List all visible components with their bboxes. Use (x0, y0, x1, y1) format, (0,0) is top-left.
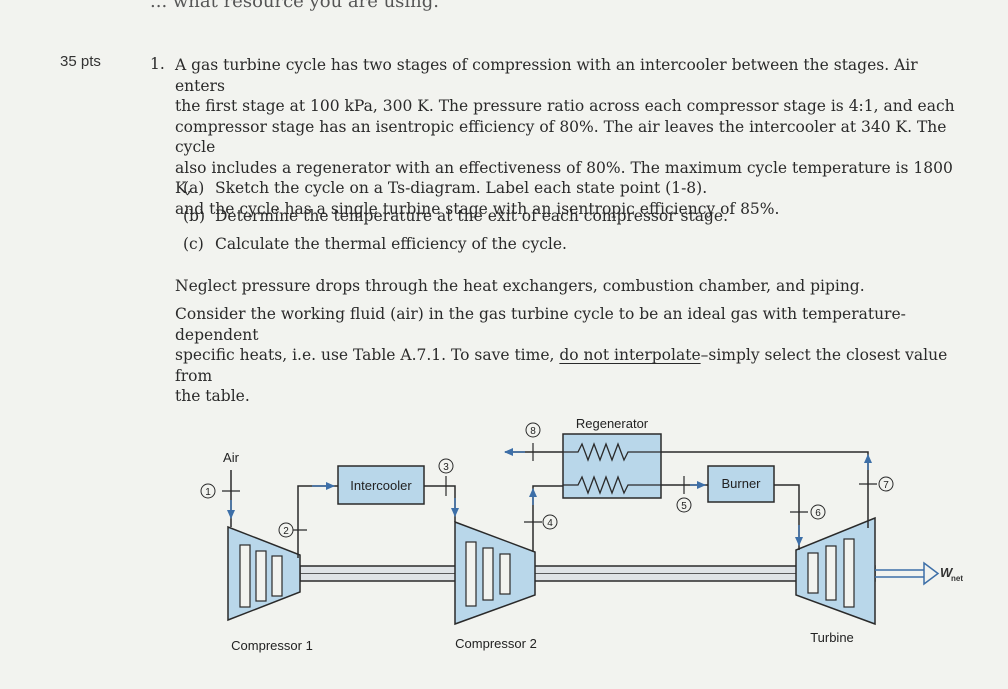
part-text: Sketch the cycle on a Ts-diagram. Label … (215, 179, 708, 197)
part-label: (b) (183, 207, 206, 225)
state-5-label: 5 (681, 501, 687, 512)
state-2-label: 2 (283, 526, 289, 537)
consider-text: –simply select the closest value from (175, 346, 948, 385)
state-3-marker (438, 458, 454, 474)
flow-arrows (227, 448, 872, 546)
cut-off-header-text: ... what resource you are using. (150, 0, 440, 12)
part-text: Calculate the thermal efficiency of the … (215, 235, 567, 253)
shaft (299, 565, 876, 582)
consider-line: Consider the working fluid (air) in the … (175, 305, 906, 344)
state-7-label: 7 (883, 480, 889, 491)
wnet-arrow (875, 561, 940, 586)
regenerator-coil-top (563, 442, 661, 462)
intro-line: compressor stage has an isentropic effic… (175, 117, 947, 157)
points-label: 35 pts (60, 53, 101, 70)
state-6-marker (810, 504, 826, 520)
regenerator-coil-bottom (563, 475, 661, 495)
wnet-subscript: net (951, 574, 963, 583)
compressor-2 (454, 520, 536, 626)
consider-note: Consider the working fluid (air) in the … (175, 304, 955, 407)
turbine-label: Turbine (810, 630, 854, 645)
wnet-label: W (940, 565, 954, 580)
state-8-marker (525, 422, 541, 438)
regenerator (562, 433, 662, 499)
air-label: Air (223, 450, 240, 465)
turbine (795, 516, 876, 626)
compressor-1 (227, 525, 301, 622)
state-4-label: 4 (547, 518, 553, 529)
intro-line: also includes a regenerator with an effe… (175, 158, 953, 198)
state-4-marker (542, 514, 558, 530)
question-number: 1. (150, 55, 165, 73)
part-label: (c) (183, 235, 204, 253)
state-ticks (222, 443, 877, 531)
state-1-label: 1 (205, 487, 211, 498)
intro-line: the first stage at 100 kPa, 300 K. The p… (175, 97, 955, 115)
intercooler-label: Intercooler (350, 478, 412, 493)
compressor-1-label: Compressor 1 (231, 638, 313, 653)
state-7-marker (878, 476, 894, 492)
interpolate-emphasis: do not interpolate (559, 346, 701, 364)
part-c: (c) Calculate the thermal efficiency of t… (183, 235, 567, 253)
neglect-note: Neglect pressure drops through the heat … (175, 276, 955, 297)
neglect-text: Neglect pressure drops through the heat … (175, 277, 865, 295)
burner-label: Burner (721, 476, 761, 491)
part-label: (a) (183, 179, 205, 197)
consider-line: the table. (175, 387, 250, 405)
state-1-marker (200, 483, 216, 499)
regenerator-label: Regenerator (576, 416, 649, 431)
state-2-marker (278, 522, 294, 538)
part-text: Determine the temperature at the exit of… (215, 207, 728, 225)
part-a: (a) Sketch the cycle on a Ts-diagram. Lab… (183, 179, 707, 197)
intro-line: A gas turbine cycle has two stages of co… (175, 56, 918, 95)
state-3-label: 3 (443, 462, 449, 473)
compressor-2-label: Compressor 2 (455, 636, 537, 651)
consider-text: specific heats, i.e. use Table A.7.1. To… (175, 346, 560, 364)
state-6-label: 6 (815, 508, 821, 519)
state-5-marker (676, 497, 692, 513)
state-8-label: 8 (530, 426, 536, 437)
part-b: (b) Determine the temperature at the exit… (183, 207, 728, 225)
question-intro: A gas turbine cycle has two stages of co… (175, 55, 955, 219)
intro-line: and the cycle has a single turbine stage… (175, 199, 780, 218)
consider-line: specific heats, i.e. use Table A.7.1. To… (175, 345, 955, 386)
intercooler (337, 465, 425, 505)
burner (707, 465, 775, 503)
